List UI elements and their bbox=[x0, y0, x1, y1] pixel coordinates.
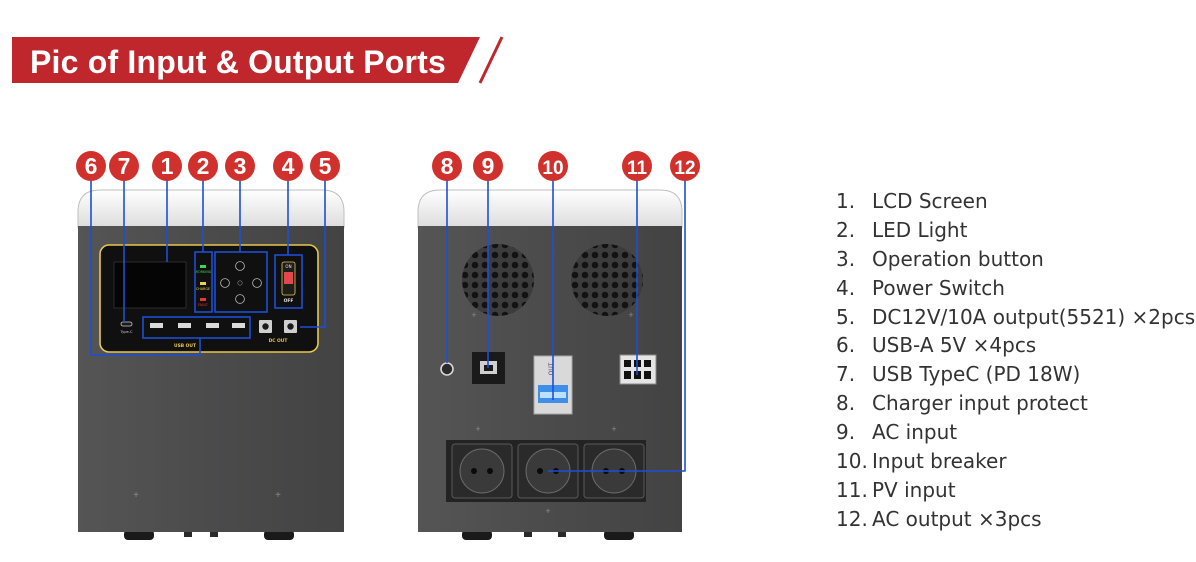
legend-text: Charger input protect bbox=[872, 391, 1088, 416]
legend-text: Operation button bbox=[872, 246, 1044, 271]
led-label-working: WORKING bbox=[195, 270, 212, 274]
callout-badge: 6 bbox=[76, 151, 106, 181]
callout-number: 12 bbox=[674, 158, 695, 179]
callout-badge: 10 bbox=[538, 151, 568, 181]
callout-number: 11 bbox=[627, 158, 648, 179]
legend-number: 3. bbox=[836, 246, 856, 271]
callout-badge: 8 bbox=[432, 151, 462, 181]
legend-text: USB-A 5V ×4pcs bbox=[872, 333, 1037, 358]
front-unit: WORKING CHARGE FAULT ON OFF Type-C bbox=[77, 180, 345, 540]
usb-a-ports bbox=[150, 323, 245, 328]
legend-number: 4. bbox=[836, 275, 856, 300]
rear-callout-lines bbox=[446, 180, 686, 472]
fan-left bbox=[462, 244, 534, 316]
callout-badge: 12 bbox=[670, 151, 700, 181]
legend-text: LED Light bbox=[872, 217, 968, 242]
legend-item: 6. USB-A 5V ×4pcs bbox=[836, 331, 1195, 360]
legend-number: 9. bbox=[836, 420, 856, 445]
callout-number: 2 bbox=[197, 153, 210, 179]
callout-badge: 5 bbox=[310, 151, 340, 181]
callout-badge: 4 bbox=[273, 151, 303, 181]
legend-number: 1. bbox=[836, 189, 856, 213]
legend-number: 8. bbox=[836, 391, 856, 416]
callout-badge: 2 bbox=[188, 151, 218, 181]
legend-item: 4. Power Switch bbox=[836, 274, 1195, 303]
callout-number: 10 bbox=[542, 158, 563, 179]
led-lights: WORKING CHARGE FAULT bbox=[195, 265, 212, 307]
legend-number: 10. bbox=[836, 449, 868, 474]
rear-unit: + + OUT bbox=[417, 180, 686, 540]
legend-number: 7. bbox=[836, 362, 856, 387]
legend-text: Input breaker bbox=[872, 449, 1007, 474]
callout-number: 6 bbox=[85, 153, 98, 179]
front-callout-lines bbox=[90, 180, 326, 356]
legend-number: 11. bbox=[836, 477, 868, 502]
typec-label: Type-C bbox=[119, 330, 133, 334]
legend-item: 3. Operation button bbox=[836, 245, 1195, 274]
pv-input bbox=[619, 354, 657, 385]
callout-badge: 9 bbox=[473, 151, 503, 181]
callout-number: 1 bbox=[161, 153, 174, 179]
usb-out-label: USB OUT bbox=[174, 343, 196, 349]
callout-number: 7 bbox=[118, 153, 131, 179]
legend-number: 5. bbox=[836, 304, 856, 329]
led-label-charge: CHARGE bbox=[196, 287, 210, 291]
callout-number: 8 bbox=[441, 153, 454, 179]
legend-item: 11.PV input bbox=[836, 476, 1195, 505]
switch-off-label: OFF bbox=[284, 298, 294, 304]
svg-text:+: + bbox=[475, 424, 480, 434]
legend-text: PV input bbox=[872, 477, 956, 502]
callout-number: 3 bbox=[234, 153, 247, 179]
title-banner bbox=[12, 37, 480, 83]
svg-text:+: + bbox=[275, 490, 281, 501]
charger-input-protect bbox=[440, 362, 454, 376]
switch-on-label: ON bbox=[285, 264, 291, 269]
svg-text:+: + bbox=[471, 310, 476, 320]
svg-text:+: + bbox=[611, 424, 616, 434]
breaker-label: OUT bbox=[548, 362, 555, 375]
legend-text: AC output ×3pcs bbox=[872, 506, 1042, 531]
legend-number: 12. bbox=[836, 506, 868, 531]
callout-badge: 3 bbox=[225, 151, 255, 181]
power-switch: ON OFF bbox=[281, 261, 296, 304]
callout-number: 9 bbox=[482, 153, 495, 179]
legend-text: DC12V/10A output(5521) ×2pcs bbox=[872, 304, 1196, 329]
fan-right bbox=[571, 244, 643, 316]
legend-text: AC input bbox=[872, 420, 958, 445]
legend-item: 9. AC input bbox=[836, 418, 1195, 447]
legend-item: 10.Input breaker bbox=[836, 447, 1195, 476]
svg-text:+: + bbox=[133, 490, 139, 501]
legend-item: 12.AC output ×3pcs bbox=[836, 505, 1195, 534]
svg-text:+: + bbox=[628, 310, 633, 320]
callout-number: 4 bbox=[282, 153, 295, 179]
led-label-fault: FAULT bbox=[198, 303, 209, 307]
callout-number: 5 bbox=[319, 153, 332, 179]
operation-buttons bbox=[220, 261, 262, 304]
svg-text:+: + bbox=[545, 506, 550, 516]
legend-text: Power Switch bbox=[872, 275, 1005, 300]
callout-badge: 7 bbox=[109, 151, 139, 181]
legend-text: USB TypeC (PD 18W) bbox=[872, 362, 1081, 387]
legend-number: 6. bbox=[836, 333, 856, 358]
port-legend: 1. LCD Screen 2. LED Light 3. Operation butto… bbox=[836, 187, 1195, 534]
legend-item: 2. LED Light bbox=[836, 216, 1195, 245]
legend-item: 8. Charger input protect bbox=[836, 389, 1195, 418]
usb-typec-port: Type-C bbox=[119, 321, 133, 334]
callout-badge: 1 bbox=[152, 151, 182, 181]
page-title: Pic of Input & Output Ports bbox=[30, 44, 447, 80]
legend-item: 7. USB TypeC (PD 18W) bbox=[836, 360, 1195, 389]
callout-badge: 11 bbox=[622, 151, 652, 181]
dc-out-label: DC OUT bbox=[269, 338, 288, 344]
banner-slash bbox=[478, 36, 504, 84]
legend-text: LCD Screen bbox=[872, 189, 988, 213]
legend-item: 1. LCD Screen bbox=[836, 187, 1195, 216]
lcd-screen bbox=[113, 261, 187, 309]
legend-number: 2. bbox=[836, 217, 856, 242]
legend-item: 5. DC12V/10A output(5521) ×2pcs bbox=[836, 303, 1195, 332]
dc-ports bbox=[259, 320, 297, 333]
